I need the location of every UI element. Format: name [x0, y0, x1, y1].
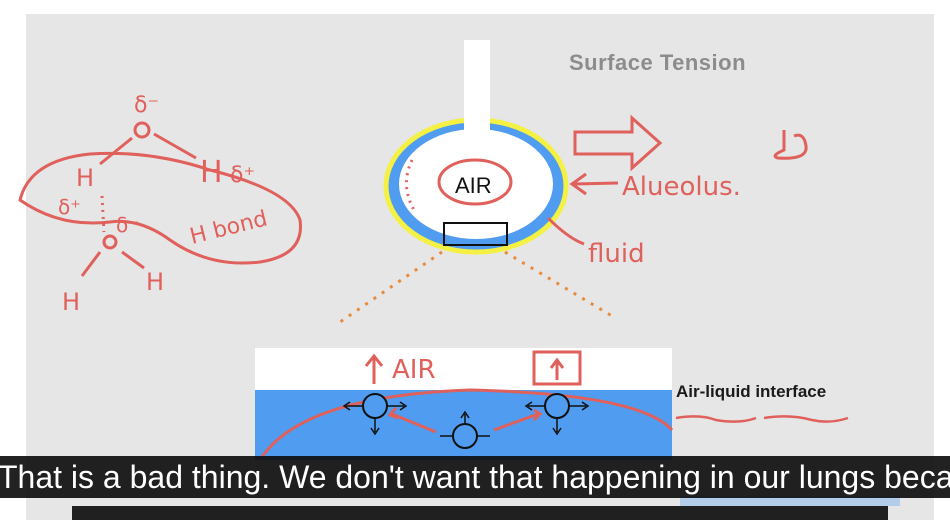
epithelium-strip: [680, 496, 900, 506]
hydrogen-bottom-left: H: [62, 288, 80, 316]
subtitle-line-1: That is a bad thing. We don't want that …: [0, 459, 950, 495]
delta-minus-mid: δ⁻: [116, 213, 139, 237]
surface-molecule-left: [342, 393, 408, 436]
slide-title: Surface Tension: [569, 50, 747, 75]
bond-top-left: [99, 136, 133, 166]
interface-air-layer: [255, 348, 672, 390]
alveolus-air-label: AIR: [455, 173, 492, 198]
bond-bottom-right: [121, 250, 145, 270]
big-arrow-outline: [573, 114, 663, 172]
oxygen-bottom: [102, 234, 118, 250]
air-liquid-interface-label: Air-liquid interface: [676, 382, 827, 401]
panel-air-label: AIR: [392, 355, 436, 385]
molecule-outline: [18, 151, 302, 265]
hydrogen-right: H: [200, 155, 223, 190]
oxygen-top: [133, 121, 151, 139]
surface-molecule-right: [524, 393, 590, 436]
bond-bottom-left: [80, 251, 102, 277]
airway-tube-neck: [464, 110, 490, 146]
air-circle-marking: [437, 158, 513, 206]
subtitle-background: [0, 456, 950, 498]
hbond-label: H bond: [187, 206, 270, 249]
hydrogen-left: H: [76, 164, 94, 192]
zoom-line-left: [339, 250, 443, 324]
interface-arc: [258, 388, 674, 461]
boxed-arrow-shaft: [549, 357, 565, 380]
delta-plus-right: δ⁺: [230, 163, 255, 188]
air-up-arrow: [364, 353, 384, 384]
doodle-mark: [773, 130, 808, 160]
label-underline-1: [675, 415, 757, 423]
delta-plus-left: δ⁺: [58, 195, 81, 219]
label-underline-2: [763, 415, 849, 423]
attraction-arrow-right: [493, 408, 543, 432]
attraction-arrow-left: [387, 407, 437, 434]
boxed-up-arrow: [532, 350, 582, 386]
subtitle-background-2: [72, 506, 888, 520]
alveolus-label: Alueolus.: [622, 172, 741, 202]
fluid-label: fluid: [588, 239, 645, 269]
alveolus-pointer-arrow: [569, 172, 619, 196]
zoom-selection-box: [443, 222, 508, 246]
bulk-molecule-center: [440, 410, 490, 449]
zoom-line-right: [504, 250, 613, 318]
hydrogen-bottom-right: H: [146, 268, 164, 296]
fluid-pointer-line: [546, 216, 585, 246]
bond-top-right: [153, 132, 197, 160]
alveolus-air-space: [399, 129, 553, 239]
delta-minus-top: δ⁻: [134, 93, 159, 118]
hbond-dotted: [100, 195, 106, 233]
